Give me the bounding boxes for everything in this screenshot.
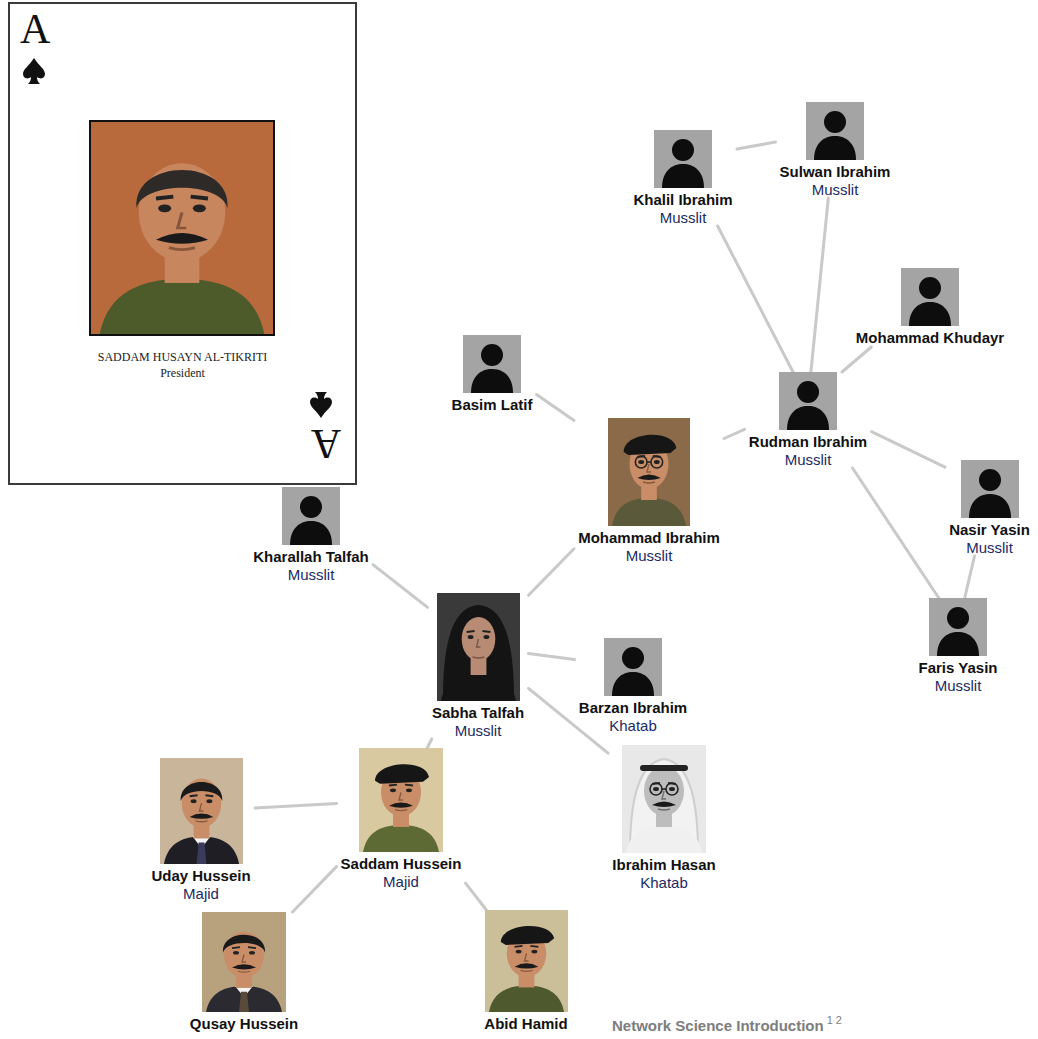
spade-symbol [23, 58, 45, 84]
card-rank: A [311, 421, 341, 467]
silhouette-icon [929, 598, 987, 656]
card-name: SADDAM HUSAYN AL-TIKRITI [10, 349, 355, 365]
footer-holder: Network Science Introduction12 [612, 1014, 842, 1035]
person-name: Abid Hamid [480, 1015, 572, 1033]
tie-line [737, 142, 776, 149]
person-node: Sabha TalfahMusslit [428, 593, 529, 739]
family-name: Musslit [945, 539, 1034, 556]
tie-line [529, 688, 609, 753]
tie-line [537, 395, 575, 421]
family-name: Khatab [575, 717, 692, 734]
portrait-photo [160, 758, 243, 864]
family-name: Majid [337, 873, 466, 890]
portrait-photo [202, 912, 286, 1012]
person-node: Basim Latif [448, 335, 537, 414]
person-node: Kharallah TalfahMusslit [249, 487, 373, 583]
family-name: Musslit [249, 566, 373, 583]
person-name: Nasir Yasin [945, 521, 1034, 539]
silhouette-icon [961, 460, 1019, 518]
family-name: Musslit [745, 451, 872, 468]
silhouette-icon [901, 268, 959, 326]
portrait-photo [437, 593, 520, 701]
person-name: Mohammad Ibrahim [574, 529, 724, 547]
family-name: Khatab [608, 874, 720, 891]
tie-line [853, 468, 939, 598]
family-name: Majid [147, 885, 255, 902]
person-node: Barzan IbrahimKhatab [575, 638, 692, 734]
footer-text: Network Science Introduction [612, 1017, 824, 1034]
person-name: Rudman Ibrahim [745, 433, 872, 451]
portrait-photo [485, 910, 568, 1012]
person-name: Khalil Ibrahim [629, 191, 737, 209]
person-name: Qusay Hussein [186, 1015, 303, 1033]
person-node: Uday HusseinMajid [147, 758, 255, 902]
tie-line [529, 654, 575, 660]
card-title: President [10, 365, 355, 381]
silhouette-icon [604, 638, 662, 696]
person-node: Ibrahim HasanKhatab [608, 745, 720, 891]
tie-line [255, 804, 337, 809]
person-name: Faris Yasin [915, 659, 1002, 677]
family-name: Musslit [574, 547, 724, 564]
tie-line [529, 549, 575, 596]
tie-line [427, 739, 432, 748]
person-node: Sulwan IbrahimMusslit [776, 102, 895, 198]
person-node: Faris YasinMusslit [915, 598, 1002, 694]
silhouette-icon [654, 130, 712, 188]
tie-line [965, 556, 975, 598]
silhouette-icon [779, 372, 837, 430]
silhouette-icon [282, 487, 340, 545]
person-name: Mohammad Khudayr [852, 329, 1009, 347]
family-name: Musslit [629, 209, 737, 226]
silhouette-icon [463, 335, 521, 393]
tie-line [466, 883, 487, 910]
playing-card: ASADDAM HUSAYN AL-TIKRITIPresidentA [8, 2, 357, 485]
portrait-photo [622, 745, 706, 853]
portrait-photo [608, 418, 690, 526]
person-node: Mohammad Khudayr [852, 268, 1009, 347]
person-node: Khalil IbrahimMusslit [629, 130, 737, 226]
tie-line [842, 347, 871, 372]
tie-line [811, 198, 828, 372]
person-node: Mohammad IbrahimMusslit [574, 418, 724, 564]
person-name: Sulwan Ibrahim [776, 163, 895, 181]
person-node: Qusay Hussein [186, 912, 303, 1033]
page-number: 1 [827, 1014, 833, 1026]
tie-line [718, 226, 793, 372]
family-name: Musslit [428, 722, 529, 739]
spade-symbol [310, 392, 332, 418]
person-name: Sabha Talfah [428, 704, 529, 722]
person-node: Nasir YasinMusslit [945, 460, 1034, 556]
person-name: Barzan Ibrahim [575, 699, 692, 717]
portrait-photo [89, 120, 275, 336]
tie-line [293, 867, 337, 912]
person-node: Saddam HusseinMajid [337, 748, 466, 890]
family-name: Musslit [776, 181, 895, 198]
family-name: Musslit [915, 677, 1002, 694]
person-name: Ibrahim Hasan [608, 856, 720, 874]
person-name: Kharallah Talfah [249, 548, 373, 566]
tie-line [724, 429, 745, 438]
page-number: 2 [836, 1014, 842, 1026]
person-name: Uday Hussein [147, 867, 255, 885]
card-rank: A [10, 6, 355, 52]
tie-line [373, 565, 428, 608]
person-name: Basim Latif [448, 396, 537, 414]
tie-line [872, 432, 946, 468]
portrait-photo [359, 748, 443, 852]
card-rank-holder: A [10, 421, 355, 467]
silhouette-icon [806, 102, 864, 160]
person-node: Abid Hamid [480, 910, 572, 1033]
person-name: Saddam Hussein [337, 855, 466, 873]
person-node: Rudman IbrahimMusslit [745, 372, 872, 468]
